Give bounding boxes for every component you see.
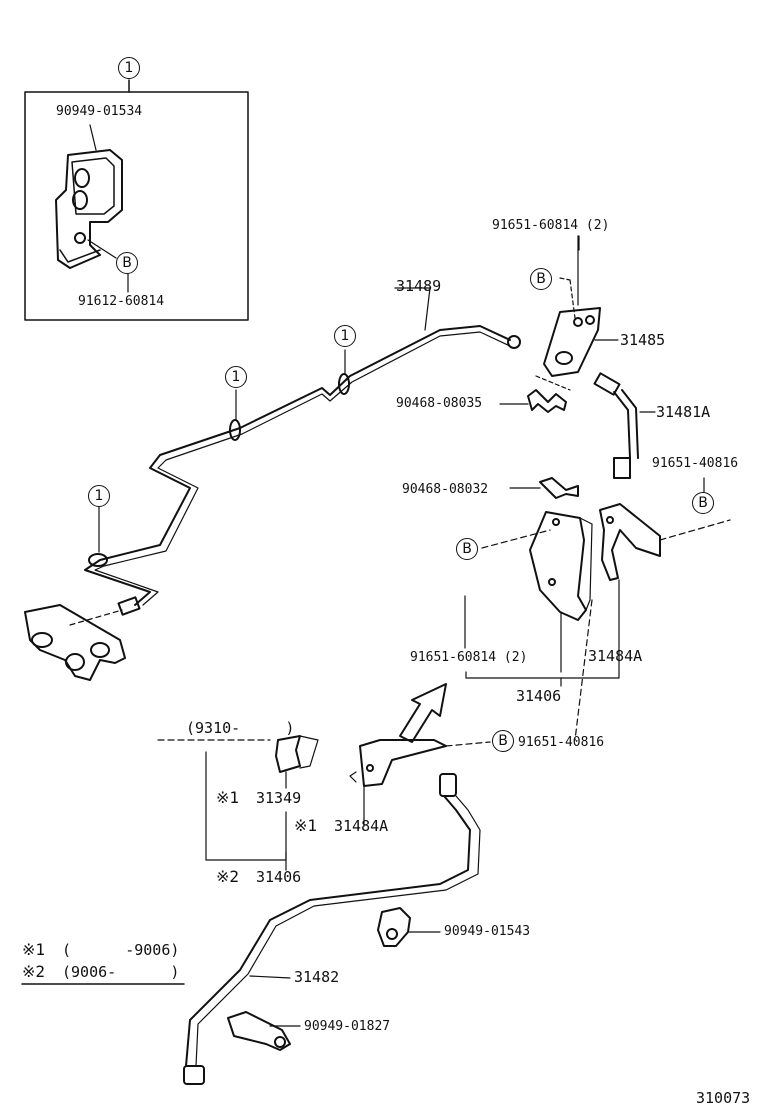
label-91651-40816-right: 91651-40816 bbox=[652, 456, 739, 471]
clamp-90468-08032-drawing bbox=[509, 477, 579, 499]
bracket-31484a-drawing bbox=[599, 477, 731, 673]
label-90949-01543: 90949-01543 bbox=[444, 924, 531, 939]
clip-90949-01827-drawing bbox=[227, 1011, 301, 1051]
label-31349: 31349 bbox=[256, 789, 302, 807]
callout-1-tube-a: 1 bbox=[334, 325, 356, 347]
label-31489: 31489 bbox=[396, 277, 442, 295]
tube-31489-drawing bbox=[84, 287, 521, 616]
label-31482: 31482 bbox=[294, 968, 340, 986]
detail-inset-box bbox=[24, 91, 249, 321]
direction-arrow bbox=[399, 683, 447, 743]
inset-clamp-drawing bbox=[55, 124, 129, 293]
callout-b-inset: B bbox=[116, 252, 138, 274]
label-31484a-lower: 31484A bbox=[334, 817, 389, 835]
label-31485: 31485 bbox=[620, 331, 666, 349]
part-31349-drawing bbox=[157, 735, 319, 789]
label-31406-lower: 31406 bbox=[256, 868, 302, 886]
label-90949-01827: 90949-01827 bbox=[304, 1019, 391, 1034]
note-mark-1-31349: ※1 bbox=[216, 788, 240, 807]
note-mark-2-31406: ※2 bbox=[216, 867, 240, 886]
label-31406-group: 31406 bbox=[516, 687, 562, 705]
callout-b-top: B bbox=[530, 268, 552, 290]
callout-b-mid: B bbox=[456, 538, 478, 560]
group-bracket-line bbox=[465, 671, 620, 679]
callout-1-tube-c: 1 bbox=[88, 485, 110, 507]
note-mark-2: ※2 bbox=[22, 962, 46, 981]
label-91651-60814-top: 91651-60814 (2) bbox=[492, 218, 610, 233]
label-31481a: 31481A bbox=[656, 403, 711, 421]
clamp-90468-08035-drawing bbox=[499, 389, 567, 413]
callout-1-inset: 1 bbox=[118, 57, 140, 79]
diagram-id: 310073 bbox=[696, 1089, 751, 1107]
label-90468-08032: 90468-08032 bbox=[402, 482, 489, 497]
label-31484a-mid: 31484A bbox=[588, 647, 643, 665]
hose-31481a-drawing bbox=[593, 372, 656, 479]
note-mark-1: ※1 bbox=[22, 940, 46, 959]
callout-b-lower: B bbox=[492, 730, 514, 752]
bracket-31484a-lower-drawing bbox=[349, 739, 491, 827]
bracket-31406-drawing bbox=[481, 511, 593, 673]
clip-90949-01543-drawing bbox=[377, 907, 441, 947]
note-range-1: ( -9006) bbox=[62, 941, 180, 959]
note-range-2: (9006- ) bbox=[62, 963, 180, 981]
hose-31482-drawing bbox=[183, 773, 481, 1085]
label-91651-40816-lower: 91651-40816 bbox=[518, 735, 605, 750]
label-year-range: (9310- ) bbox=[186, 719, 295, 737]
callout-b-right: B bbox=[692, 492, 714, 514]
label-91612-60814: 91612-60814 bbox=[78, 294, 165, 309]
note-mark-1-31484a: ※1 bbox=[294, 816, 318, 835]
callout-1-tube-b: 1 bbox=[225, 366, 247, 388]
label-90468-08035: 90468-08035 bbox=[396, 396, 483, 411]
bracket-31485-drawing bbox=[535, 235, 619, 391]
label-90949-01534: 90949-01534 bbox=[56, 104, 143, 119]
manifold-drawing bbox=[24, 604, 126, 681]
label-91651-60814-mid: 91651-60814 (2) bbox=[410, 650, 528, 665]
